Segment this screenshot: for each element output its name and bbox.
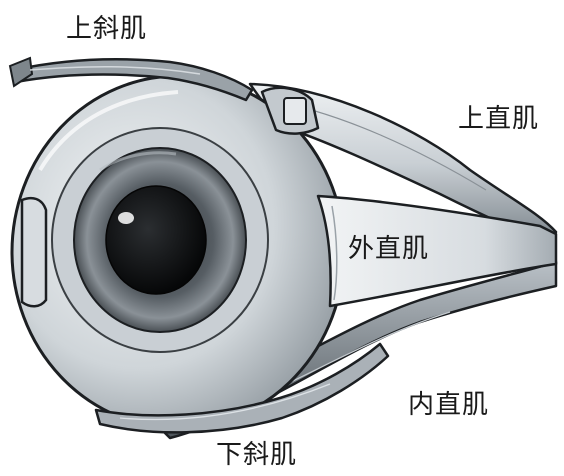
label-superior-oblique: 上斜肌 [66,16,147,42]
label-superior-rectus: 上直肌 [458,106,539,132]
label-inferior-oblique: 下斜肌 [216,442,297,468]
label-lateral-rectus: 外直肌 [348,236,429,262]
label-medial-rectus: 内直肌 [408,392,489,418]
pupil [106,186,206,294]
